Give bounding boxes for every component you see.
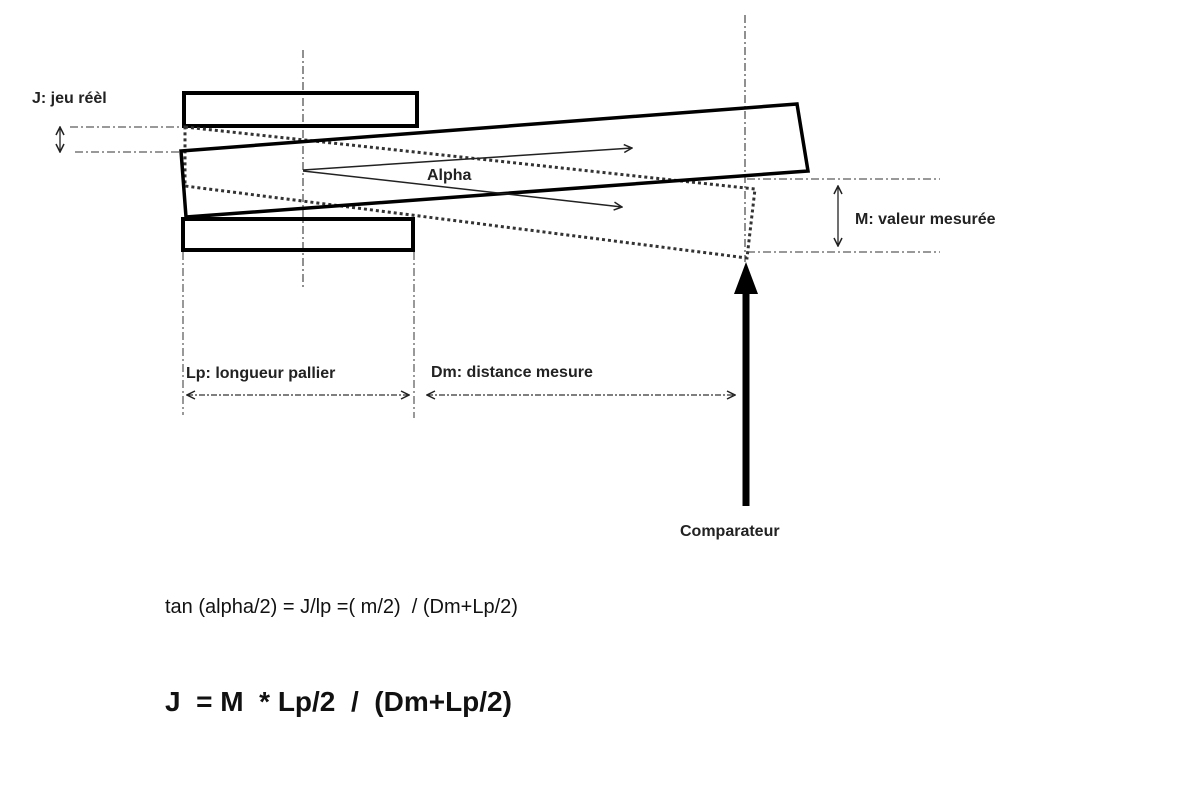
comparator-label: Comparateur	[680, 523, 780, 540]
shaft-initial-position	[183, 125, 757, 260]
bearing-top	[182, 91, 419, 128]
tan-formula: tan (alpha/2) = J/lp =( m/2) / (Dm+Lp/2)	[165, 596, 518, 618]
j-label: J: jeu réèl	[32, 90, 107, 107]
shaft-tilted	[179, 102, 811, 219]
comparator-tip-icon	[734, 262, 758, 294]
alpha-arrow-upper	[302, 148, 632, 171]
alpha-arrow-lower	[302, 170, 622, 207]
j-formula: J = M * Lp/2 / (Dm+Lp/2)	[165, 686, 512, 717]
lp-label: Lp: longueur pallier	[186, 365, 335, 382]
alpha-label: Alpha	[427, 167, 472, 184]
dm-label: Dm: distance mesure	[431, 364, 593, 381]
bearing-bottom	[181, 217, 415, 252]
m-label: M: valeur mesurée	[855, 211, 996, 228]
